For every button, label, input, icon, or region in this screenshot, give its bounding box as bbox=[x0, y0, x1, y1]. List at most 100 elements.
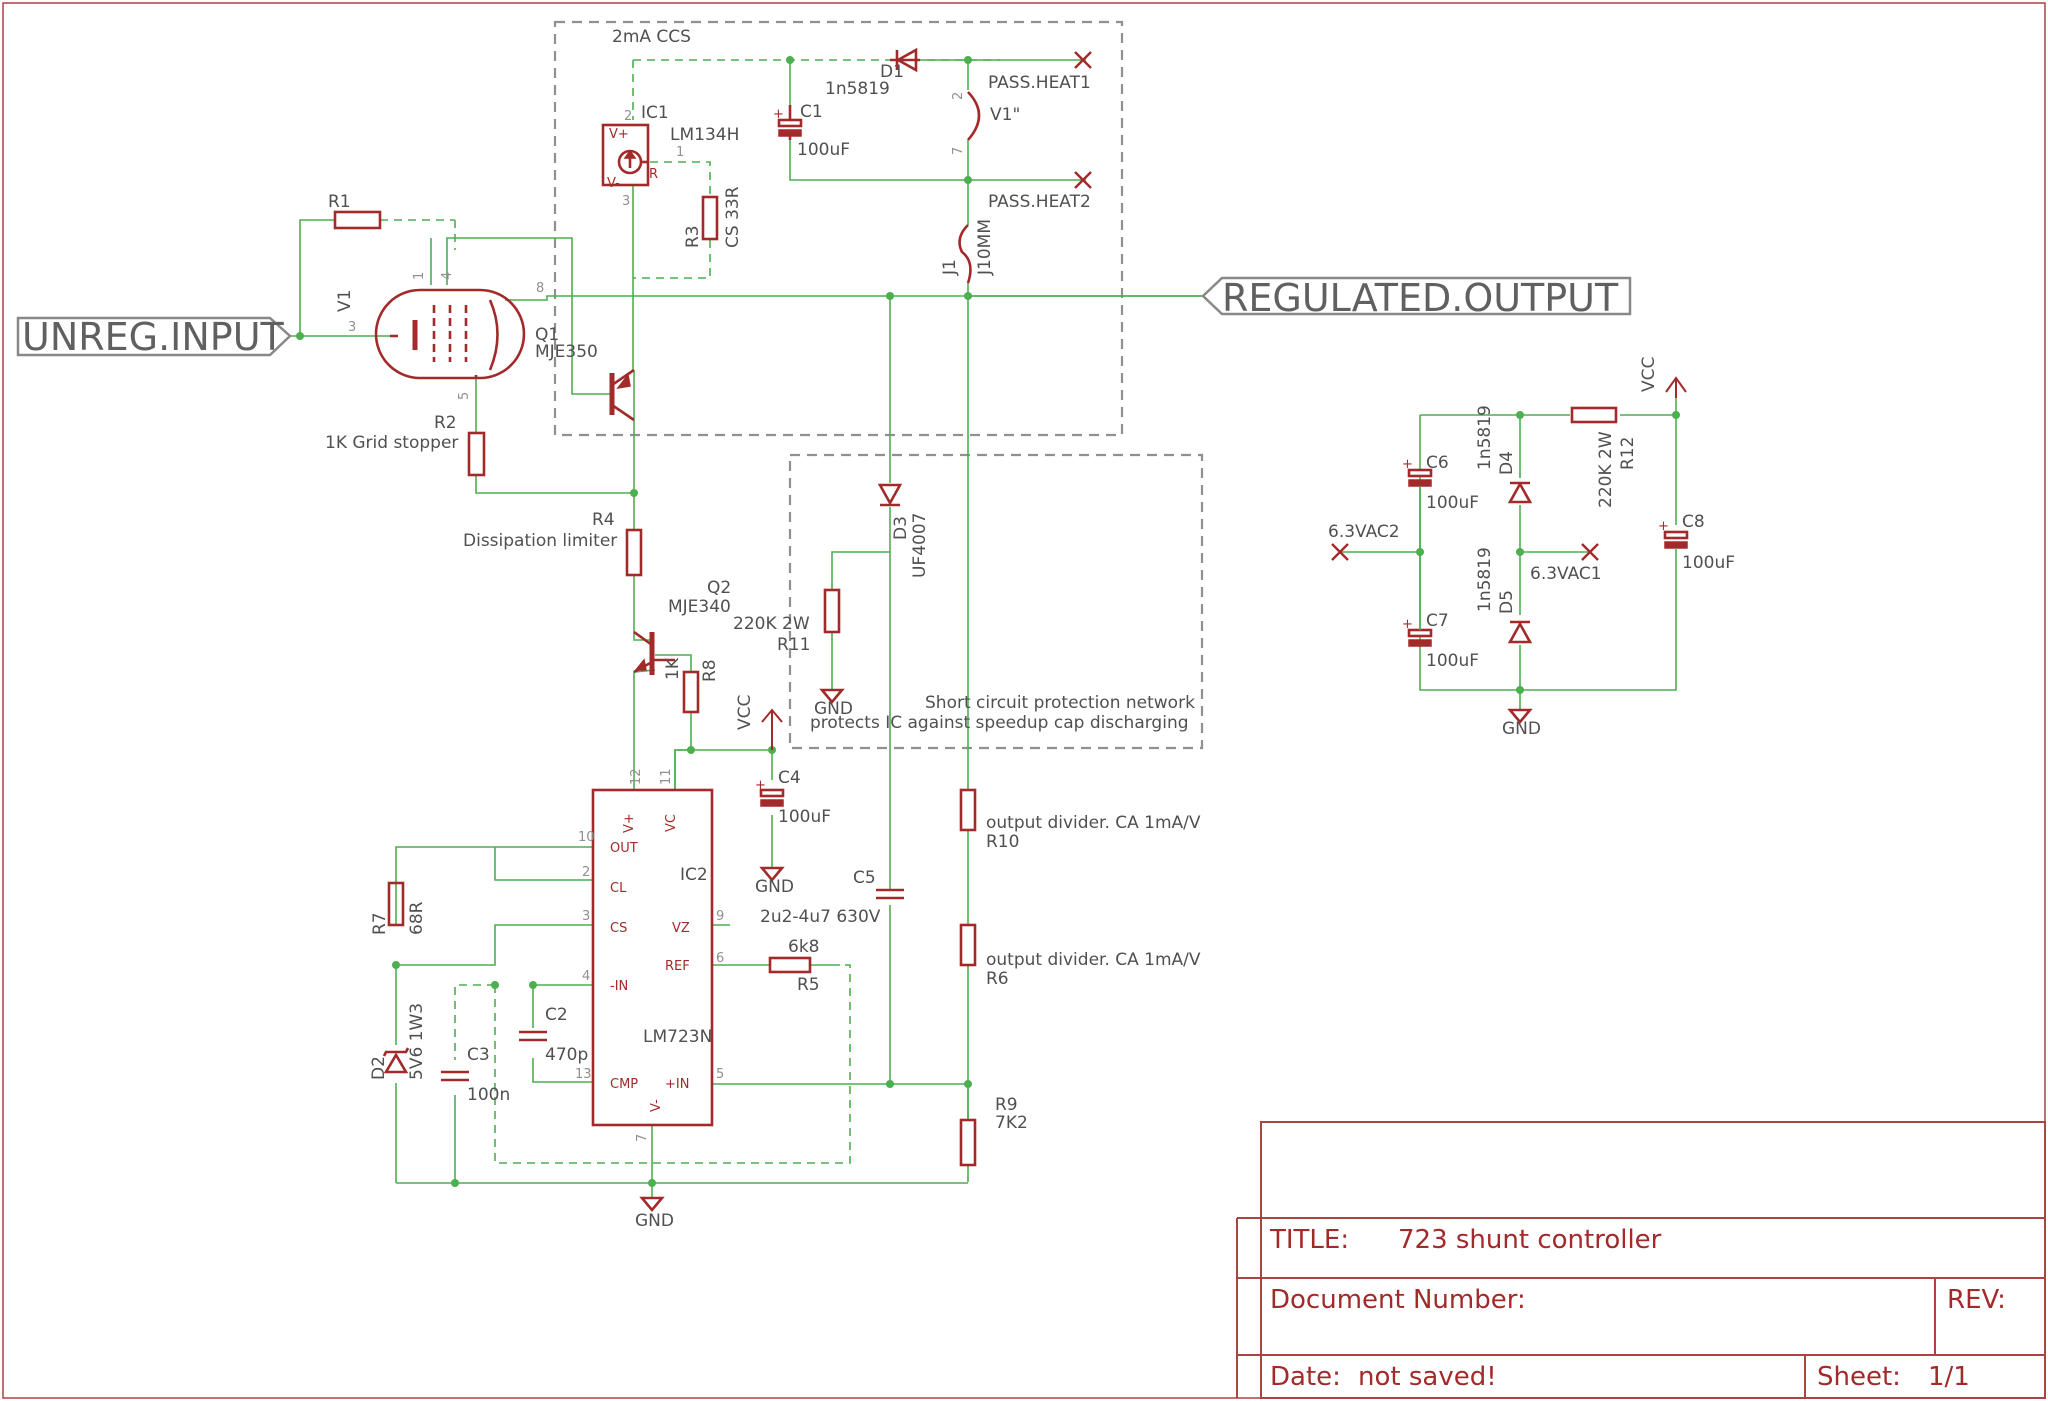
ic2-vz: VZ bbox=[672, 921, 690, 936]
ic2-pin10: 10 bbox=[578, 830, 595, 845]
c7-label: C7 bbox=[1426, 611, 1449, 631]
resistor-r3[interactable]: R3 CS 33R bbox=[683, 186, 743, 248]
c8-value: 100uF bbox=[1682, 553, 1735, 573]
transistor-q1[interactable] bbox=[609, 368, 635, 422]
r7-label: R7 bbox=[370, 912, 390, 935]
capacitor-c2[interactable]: C2 470p bbox=[519, 1005, 588, 1065]
gnd-symbol-r11: GND bbox=[814, 688, 853, 719]
vcc-label-ic2: VCC bbox=[735, 695, 755, 730]
ic1-pin1: 1 bbox=[676, 145, 684, 160]
unreg-input-port[interactable]: UNREG.INPUT bbox=[16, 315, 292, 359]
resistor-r9[interactable]: R9 7K2 bbox=[959, 1095, 1028, 1167]
sheet-label: Sheet: bbox=[1817, 1362, 1901, 1392]
sheet-value: 1/1 bbox=[1928, 1362, 1970, 1392]
r9-label: R9 bbox=[995, 1095, 1018, 1115]
c8-label: C8 bbox=[1682, 512, 1705, 532]
resistor-r6[interactable]: output divider. CA 1mA/V R6 bbox=[959, 923, 1201, 989]
protection-label-2: protects IC against speedup cap discharg… bbox=[810, 713, 1189, 733]
v1-pin4: 4 bbox=[440, 272, 455, 280]
diode-d3[interactable]: D3 UF4007 bbox=[877, 483, 930, 579]
j1-label: J1 bbox=[940, 259, 960, 276]
gnd-label-heater: GND bbox=[1502, 719, 1541, 739]
c4-value: 100uF bbox=[778, 807, 831, 827]
jumper-j1[interactable]: J1 J10MM bbox=[940, 219, 995, 284]
gnd-symbol-heater: GND bbox=[1502, 708, 1541, 739]
d5-value: 1n5819 bbox=[1475, 547, 1495, 612]
r11-value: 220K 2W bbox=[733, 614, 810, 634]
diode-d1[interactable]: D1 1n5819 bbox=[825, 47, 920, 99]
d1-label: D1 bbox=[880, 62, 904, 82]
v1-pin3: 3 bbox=[348, 320, 356, 335]
capacitor-c1[interactable]: + C1 100uF bbox=[773, 102, 850, 160]
c3-value: 100n bbox=[467, 1085, 510, 1105]
resistor-r4[interactable]: R4 Dissipation limiter bbox=[463, 510, 643, 577]
ic2-vc: VC bbox=[664, 814, 679, 832]
d3-value: UF4007 bbox=[910, 513, 930, 579]
c5-label: C5 bbox=[853, 868, 876, 888]
diode-d4[interactable]: 1n5819 D4 bbox=[1475, 405, 1533, 504]
regulated-output-port[interactable]: REGULATED.OUTPUT bbox=[1201, 276, 1632, 320]
docnum-label: Document Number: bbox=[1270, 1285, 1526, 1315]
diode-d5[interactable]: 1n5819 D5 bbox=[1475, 547, 1533, 644]
gnd-label-r11: GND bbox=[814, 699, 853, 719]
resistor-r8[interactable]: 1K R8 bbox=[663, 657, 720, 714]
d5-label: D5 bbox=[1497, 590, 1517, 614]
protection-label-1: Short circuit protection network bbox=[925, 693, 1195, 713]
ic1-lm134[interactable]: V+ V- R IC1 LM134H 2 1 3 bbox=[601, 103, 739, 209]
d2-label: D2 bbox=[369, 1056, 389, 1080]
junctions bbox=[296, 56, 1680, 1187]
ic2-cl: CL bbox=[610, 881, 627, 896]
heater-label: V1" bbox=[990, 105, 1020, 125]
resistor-r12[interactable]: 220K 2W R12 bbox=[1570, 406, 1638, 508]
vac1-port[interactable]: 6.3VAC1 bbox=[1530, 543, 1602, 584]
pass-heat1-port[interactable]: PASS.HEAT1 bbox=[988, 51, 1092, 93]
ic2-minus-in: -IN bbox=[610, 979, 628, 994]
c7-value: 100uF bbox=[1426, 651, 1479, 671]
capacitor-c3[interactable]: C3 100n bbox=[441, 1045, 510, 1105]
d1-value: 1n5819 bbox=[825, 79, 890, 99]
d4-value: 1n5819 bbox=[1475, 405, 1495, 470]
heater-v1-pp[interactable]: V1" 2 7 bbox=[951, 91, 1020, 170]
r10-label: R10 bbox=[986, 832, 1019, 852]
resistor-r5[interactable]: 6k8 R5 bbox=[768, 937, 820, 995]
capacitor-c6[interactable]: + C6 100uF bbox=[1402, 453, 1479, 513]
ic1-pin2: 2 bbox=[624, 109, 632, 124]
ic2-lm723[interactable]: V+ VC OUT CL CS -IN CMP VZ REF +IN V- IC… bbox=[575, 768, 724, 1142]
title-block: TITLE: 723 shunt controller Document Num… bbox=[1236, 1121, 2046, 1399]
svg-text:+: + bbox=[1402, 617, 1413, 632]
vac1-label: 6.3VAC1 bbox=[1530, 564, 1602, 584]
r8-label: R8 bbox=[700, 659, 720, 682]
zener-d2[interactable]: D2 5V6 1W3 bbox=[369, 1003, 427, 1080]
ic2-pin13: 13 bbox=[575, 1067, 592, 1082]
tube-v1[interactable]: V1 Q1 MJE350 1 4 8 3 5 bbox=[335, 272, 598, 400]
transistor-q2[interactable]: Q2 MJE340 bbox=[633, 578, 731, 675]
r12-label: R12 bbox=[1618, 437, 1638, 470]
capacitor-c5[interactable]: C5 2u2-4u7 630V bbox=[760, 868, 904, 927]
pass-heat2-label: PASS.HEAT2 bbox=[988, 192, 1091, 212]
resistor-r1[interactable]: R1 bbox=[328, 192, 382, 230]
rev-label: REV: bbox=[1947, 1285, 2006, 1315]
ic2-vminus: V- bbox=[649, 1099, 664, 1112]
capacitor-c8[interactable]: + C8 100uF bbox=[1658, 512, 1735, 573]
heater-pin2: 2 bbox=[951, 92, 966, 100]
ic2-pin3: 3 bbox=[582, 909, 590, 924]
ccs-group-box bbox=[553, 20, 1124, 437]
r2-label: R2 bbox=[434, 413, 457, 433]
capacitor-c4[interactable]: + C4 100uF bbox=[755, 768, 831, 827]
resistor-r11[interactable]: 220K 2W R11 bbox=[733, 588, 841, 655]
pass-heat2-port[interactable]: PASS.HEAT2 bbox=[988, 171, 1092, 212]
wires bbox=[290, 59, 1677, 1198]
ic2-pin5: 5 bbox=[716, 1067, 724, 1082]
resistor-r10[interactable]: output divider. CA 1mA/V R10 bbox=[959, 788, 1201, 852]
gnd-symbol-main: GND bbox=[635, 1196, 674, 1231]
resistor-r7[interactable]: R7 68R bbox=[370, 881, 427, 935]
capacitor-c7[interactable]: + C7 100uF bbox=[1402, 611, 1479, 671]
v1-pin8: 8 bbox=[536, 281, 544, 296]
c6-value: 100uF bbox=[1426, 493, 1479, 513]
ic1-pin3: 3 bbox=[622, 194, 630, 209]
r12-value: 220K 2W bbox=[1596, 431, 1616, 508]
vac2-port[interactable]: 6.3VAC2 bbox=[1328, 522, 1400, 561]
resistor-r2[interactable]: R2 1K Grid stopper bbox=[325, 413, 486, 477]
r6-value: output divider. CA 1mA/V bbox=[986, 950, 1201, 970]
